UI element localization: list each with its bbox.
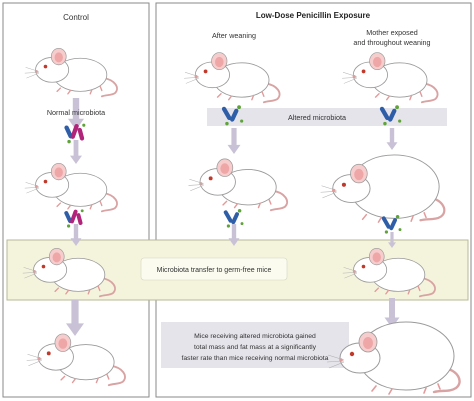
result-text-line3: faster rate than mice receiving normal m… (182, 355, 329, 362)
transfer-label-box (140, 257, 288, 281)
result-text-line1: Mice receiving altered microbiota gained (194, 333, 316, 340)
result-text-box (161, 322, 349, 368)
altered-microbiota-box (207, 108, 447, 126)
altered-microbiota-label: Altered microbiota (288, 113, 346, 122)
mother-exposed-label-line1: Mother exposed (366, 28, 418, 37)
normal-microbiota-label: Normal microbiota (47, 108, 105, 117)
after-weaning-label: After weaning (212, 31, 256, 40)
low-dose-title: Low-Dose Penicillin Exposure (256, 11, 371, 20)
mother-exposed-label-line2: and throughout weaning (353, 38, 430, 47)
control-title: Control (63, 13, 89, 22)
result-text-line2: total mass and fat mass at a significant… (194, 344, 317, 351)
transfer-label: Microbiota transfer to germ-free mice (157, 267, 272, 274)
